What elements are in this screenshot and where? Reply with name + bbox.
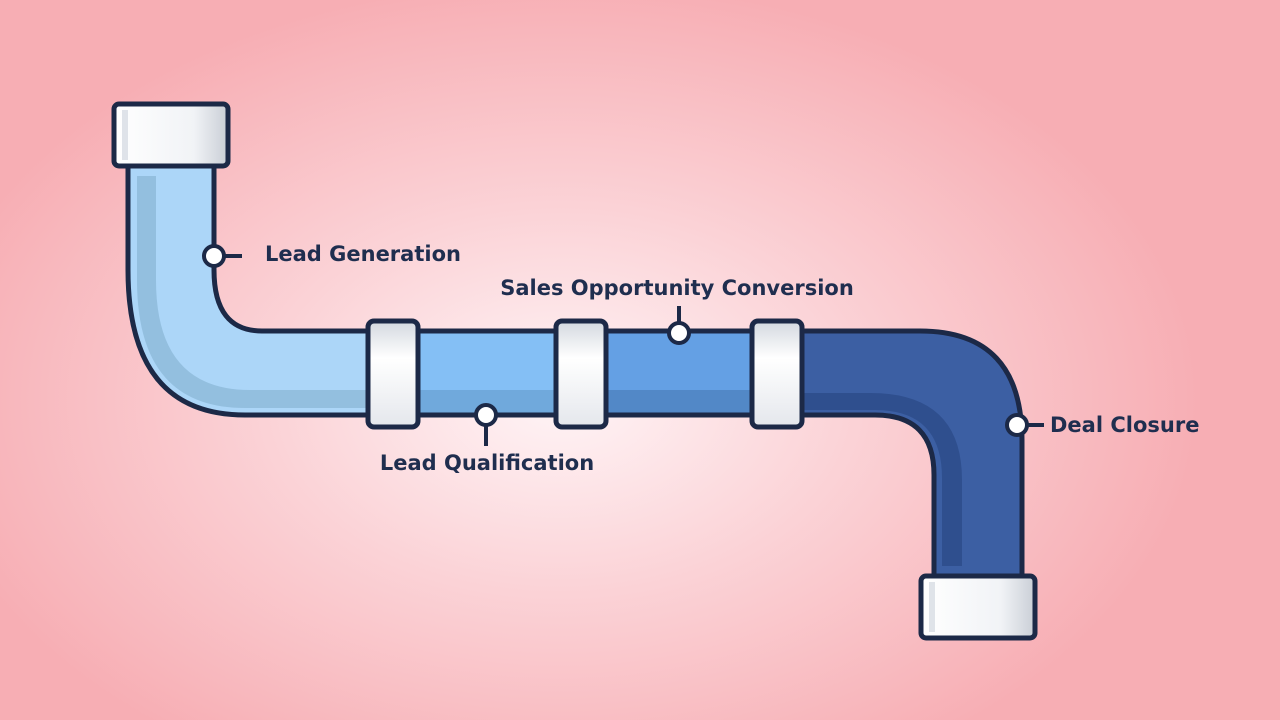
pipe-segment-lead-generation xyxy=(125,157,375,418)
pipe-segment-lead-qualification xyxy=(409,328,565,418)
pipe-segment-deal-closure xyxy=(793,328,1025,583)
stage-marker-lead-qualification: Lead Qualification xyxy=(380,403,594,475)
pipe-coupler xyxy=(553,318,609,430)
pipe-inlet-cap xyxy=(111,101,231,169)
stage-marker-sales-opportunity-conversion: Sales Opportunity Conversion xyxy=(500,276,854,345)
pipe-coupler xyxy=(365,318,421,430)
stage-label-lead-qualification: Lead Qualification xyxy=(380,451,594,475)
stage-label-sales-opportunity-conversion: Sales Opportunity Conversion xyxy=(500,276,854,300)
stage-marker-deal-closure: Deal Closure xyxy=(1005,413,1199,437)
pipe-coupler xyxy=(749,318,805,430)
stage-label-lead-generation: Lead Generation xyxy=(265,242,461,266)
stage-marker-lead-generation: Lead Generation xyxy=(202,242,461,268)
stage-label-deal-closure: Deal Closure xyxy=(1050,413,1199,437)
pipe-outlet-cap xyxy=(918,573,1038,641)
